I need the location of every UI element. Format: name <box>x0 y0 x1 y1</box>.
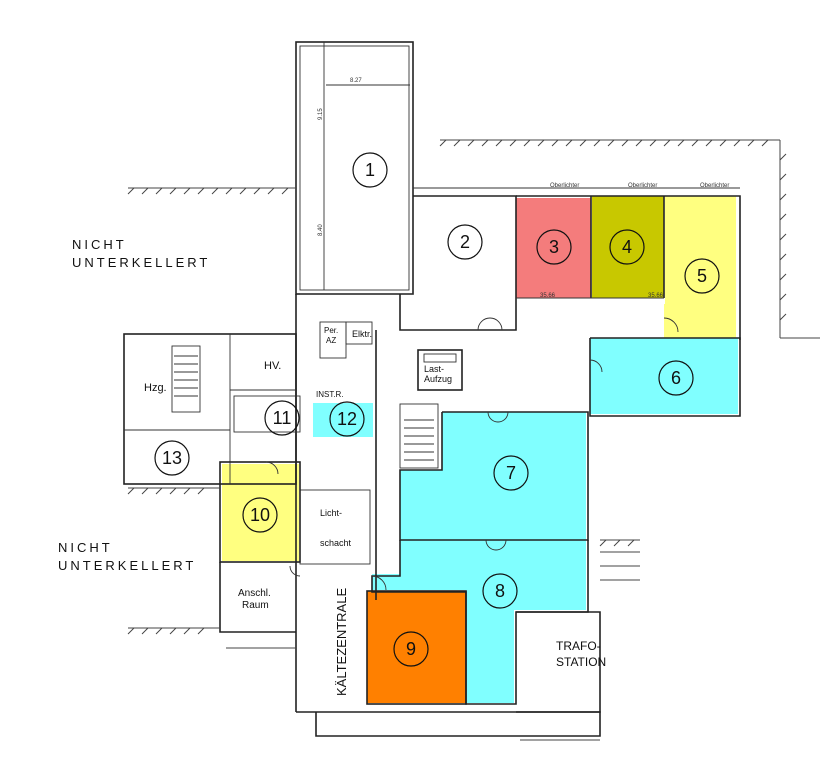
stair-right <box>404 419 434 461</box>
label-kaeltezentrale: KÄLTEZENTRALE <box>334 588 349 696</box>
label-licht: Licht- <box>320 508 342 518</box>
room-4-fill[interactable] <box>592 196 664 298</box>
label-az: AZ <box>326 336 336 345</box>
label-anschl: Anschl. <box>238 588 271 599</box>
label-elktr: Elktr. <box>352 329 372 339</box>
room-1-marker[interactable]: 1 <box>352 152 388 188</box>
room-12-number: 12 <box>337 409 357 429</box>
label-unterkellert-top: UNTERKELLERT <box>72 255 210 270</box>
label-aufzug: Aufzug <box>424 374 452 384</box>
stair-left <box>174 355 198 397</box>
label-oberlichter-3: Oberlichter <box>700 183 729 189</box>
label-instr: INST.R. <box>316 390 344 399</box>
room-13-marker[interactable]: 13 <box>154 440 190 476</box>
room-3-number: 3 <box>549 237 559 257</box>
label-oberlichter-1: Oberlichter <box>550 183 579 189</box>
room-10-marker[interactable]: 10 <box>242 497 278 533</box>
room-2-number: 2 <box>460 232 470 252</box>
room-12-fill[interactable] <box>313 403 373 437</box>
dimension-827: 8.27 <box>350 78 362 84</box>
earth-hatching-top <box>439 139 820 339</box>
room-3-marker[interactable]: 3 <box>536 229 572 265</box>
label-hzg: Hzg. <box>144 382 167 394</box>
label-nicht-top: NICHT <box>72 237 127 252</box>
label-last: Last- <box>424 364 444 374</box>
level-mark-2: 35.66 <box>648 293 664 299</box>
room-5-marker[interactable]: 5 <box>684 258 720 294</box>
room-11-marker[interactable]: 11 <box>264 400 300 436</box>
room-10-number: 10 <box>250 505 270 525</box>
room-6-fill[interactable] <box>590 338 738 414</box>
level-mark-1: 35.66 <box>540 293 556 299</box>
label-oberlichter-2: Oberlichter <box>628 183 657 189</box>
label-nicht-bottom: NICHT <box>58 540 113 555</box>
room-4-marker[interactable]: 4 <box>609 229 645 265</box>
label-hv: HV. <box>264 360 281 372</box>
earth-hatching-right <box>520 539 640 741</box>
room-7-marker[interactable]: 7 <box>493 455 529 491</box>
room-9-marker[interactable]: 9 <box>393 631 429 667</box>
room-8-number: 8 <box>495 581 505 601</box>
room-1-number: 1 <box>365 160 375 180</box>
earth-hatching-left <box>127 187 296 649</box>
door-arcs <box>265 317 679 591</box>
label-per: Per. <box>324 326 338 335</box>
room-5-number: 5 <box>697 266 707 286</box>
room-6-number: 6 <box>671 368 681 388</box>
dimension-915: 9.15 <box>318 108 324 120</box>
label-raum: Raum <box>242 600 269 611</box>
room-8-marker[interactable]: 8 <box>482 573 518 609</box>
room-12-marker[interactable]: 12 <box>329 401 365 437</box>
room-7-fill[interactable] <box>400 412 586 538</box>
room-2-marker[interactable]: 2 <box>447 224 483 260</box>
room-8-fill[interactable] <box>372 538 586 703</box>
room-13-number: 13 <box>162 448 182 468</box>
label-trafo: TRAFO- <box>556 639 601 653</box>
label-unterkellert-bottom: UNTERKELLERT <box>58 558 196 573</box>
room-6-marker[interactable]: 6 <box>658 360 694 396</box>
label-schacht: schacht <box>320 538 352 548</box>
room-3-fill[interactable] <box>516 198 591 298</box>
room-4-number: 4 <box>622 237 632 257</box>
room-7-number: 7 <box>506 463 516 483</box>
room-11-number: 11 <box>273 408 292 428</box>
room-9-number: 9 <box>406 639 416 659</box>
room-10-fill[interactable] <box>222 464 299 561</box>
dimension-840: 8.40 <box>318 224 324 236</box>
room-9-fill[interactable] <box>367 591 466 703</box>
room-5-fill[interactable] <box>664 196 736 338</box>
label-station: STATION <box>556 655 606 669</box>
